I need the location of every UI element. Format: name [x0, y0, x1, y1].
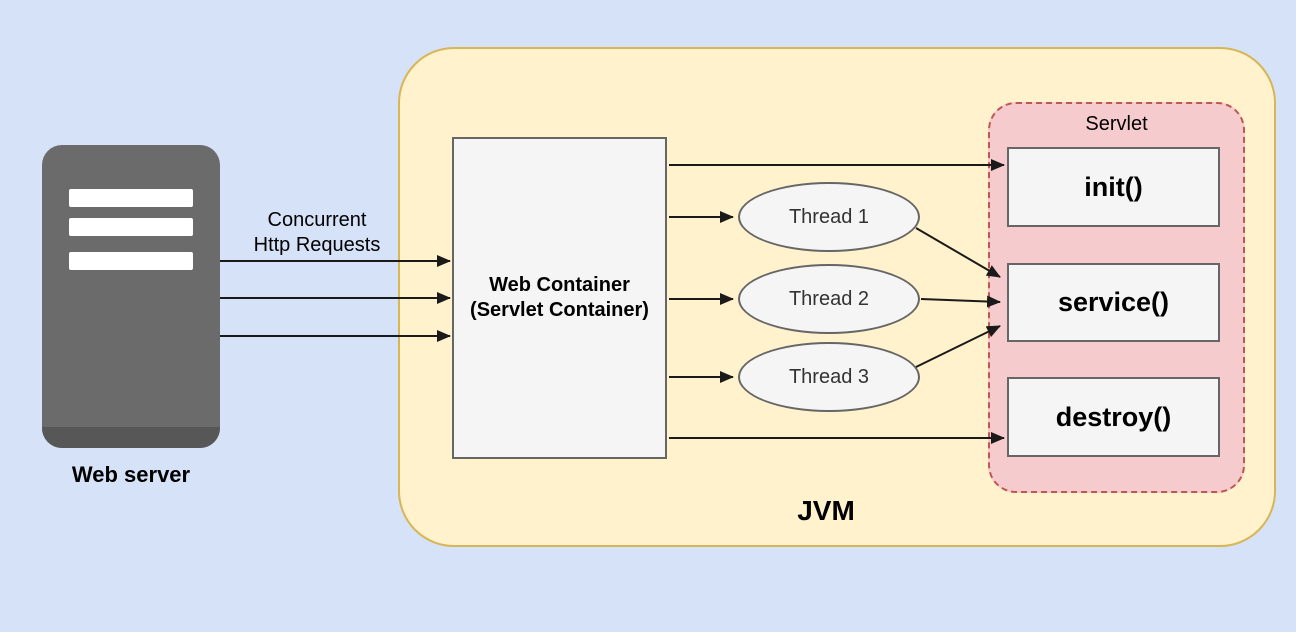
http-requests-label: Concurrent Http Requests — [217, 208, 417, 258]
servlet-label: Servlet — [1085, 113, 1148, 135]
web-server-icon — [42, 145, 220, 448]
init-method-label: init() — [1084, 171, 1143, 202]
thread-1-label: Thread 1 — [788, 205, 870, 228]
server-slot-icon — [69, 252, 193, 270]
service-method-label: service() — [1057, 287, 1170, 317]
thread-2-ellipse: Thread 2 — [738, 264, 920, 334]
web-container-line2: (Servlet Container) — [470, 299, 649, 321]
service-method-box: service() — [1007, 263, 1220, 342]
server-base — [42, 427, 220, 448]
web-server-label: Web server — [71, 462, 191, 487]
web-container-box: Web Container (Servlet Container) — [452, 137, 667, 459]
http-requests-line2: Http Requests — [253, 234, 381, 256]
destroy-method-box: destroy() — [1007, 377, 1220, 457]
init-method-box: init() — [1007, 147, 1220, 227]
server-slot-icon — [69, 218, 193, 236]
web-container-line1: Web Container — [489, 274, 630, 296]
thread-3-ellipse: Thread 3 — [738, 342, 920, 412]
server-slot-icon — [69, 189, 193, 207]
http-requests-line1: Concurrent — [267, 209, 367, 231]
thread-3-label: Thread 3 — [788, 365, 870, 388]
jvm-label: JVM — [797, 495, 855, 526]
thread-1-ellipse: Thread 1 — [738, 182, 920, 252]
destroy-method-label: destroy() — [1055, 401, 1172, 432]
thread-2-label: Thread 2 — [788, 287, 870, 310]
